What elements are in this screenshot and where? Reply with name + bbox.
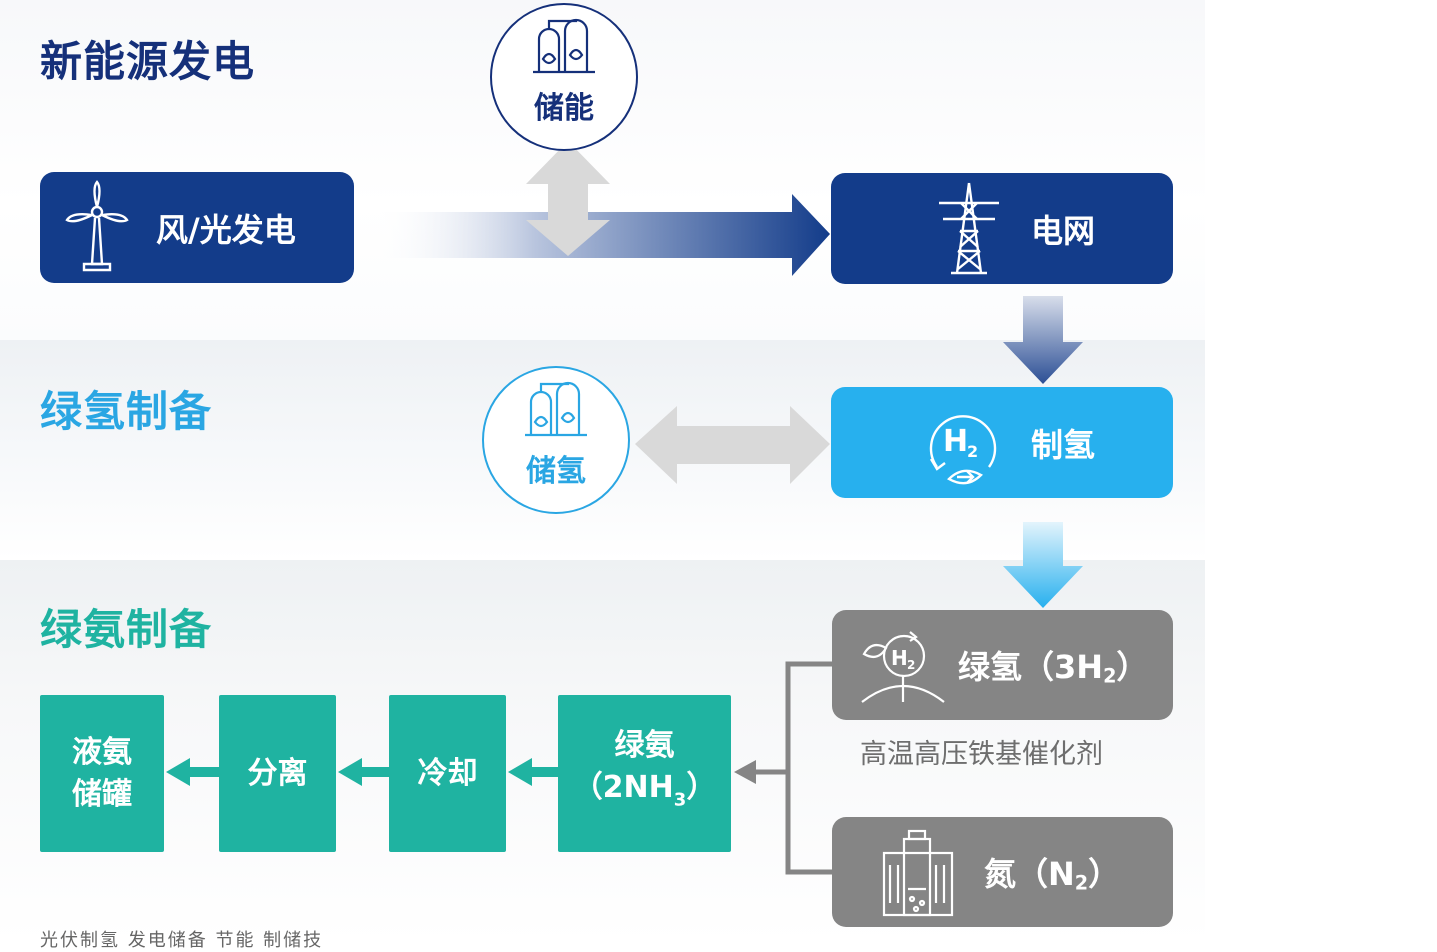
power-tower-icon: [939, 182, 999, 275]
nitrogen-label: 氮（N2）: [984, 855, 1121, 895]
grid-label: 电网: [1031, 211, 1096, 250]
node-nitrogen: 氮（N2）: [832, 817, 1173, 927]
node-liquid-ammonia-tank: 液氨 储罐: [40, 695, 164, 852]
h2-leaf-icon: H 2: [929, 415, 997, 485]
feed-bracket: [785, 661, 832, 875]
storage-energy-label: 储能: [534, 91, 594, 126]
nitrogen-plant-icon: [882, 829, 954, 917]
storage-energy-double-arrow: [526, 141, 610, 256]
process-arrow-storage: [166, 758, 220, 786]
h2-cycle-icon: H 2: [861, 631, 945, 703]
green-ammonia-formula: （2NH3）: [572, 770, 717, 811]
tank-label: 储罐: [72, 776, 132, 812]
liquid-ammonia-label: 液氨: [72, 734, 132, 770]
node-hydrogen-storage: 储氢: [482, 366, 630, 514]
process-arrow-separation: [338, 758, 390, 786]
cooling-label: 冷却: [417, 755, 478, 791]
node-separation: 分离: [219, 695, 336, 852]
grid-to-hydrogen-arrow: [1003, 296, 1083, 384]
feed-arrowhead: [734, 760, 756, 784]
wind-solar-label: 风/光发电: [156, 210, 296, 249]
storage-tanks-icon: [533, 18, 595, 74]
node-storage-energy: 储能: [490, 3, 638, 151]
hydrogen-to-green-arrow: [1003, 522, 1083, 608]
catalyst-caption: 高温高压铁基催化剂: [860, 739, 1103, 770]
svg-text:H: H: [943, 424, 968, 459]
node-cooling: 冷却: [389, 695, 506, 852]
hydrogen-storage-label: 储氢: [526, 454, 586, 489]
node-wind-solar: 风/光发电: [40, 172, 354, 283]
footnote: 光伏制氢 发电储备 节能 制储技: [40, 930, 324, 951]
section-title-hydrogen: 绿氢制备: [40, 387, 213, 436]
svg-text:2: 2: [907, 658, 915, 672]
flow-arrow-to-grid: [375, 194, 830, 276]
process-arrow-cooling: [508, 758, 558, 786]
hydrogen-production-label: 制氢: [1031, 425, 1096, 464]
node-green-ammonia: 绿氨 （2NH3）: [558, 695, 731, 852]
section-title-power: 新能源发电: [40, 37, 256, 86]
node-green-hydrogen: H 2 绿氢（3H2）: [832, 610, 1173, 720]
storage-tanks-icon: [525, 381, 587, 437]
green-ammonia-label: 绿氨: [614, 728, 675, 764]
node-grid: 电网: [831, 173, 1173, 284]
hydrogen-storage-double-arrow: [635, 406, 830, 484]
svg-text:2: 2: [967, 442, 978, 461]
svg-text:H: H: [891, 646, 908, 670]
separation-label: 分离: [247, 755, 308, 791]
section-title-ammonia: 绿氨制备: [40, 605, 213, 654]
node-hydrogen-production: H 2 制氢: [831, 387, 1173, 498]
green-hydrogen-label: 绿氢（3H2）: [958, 648, 1149, 688]
wind-turbine-icon: [65, 180, 129, 272]
